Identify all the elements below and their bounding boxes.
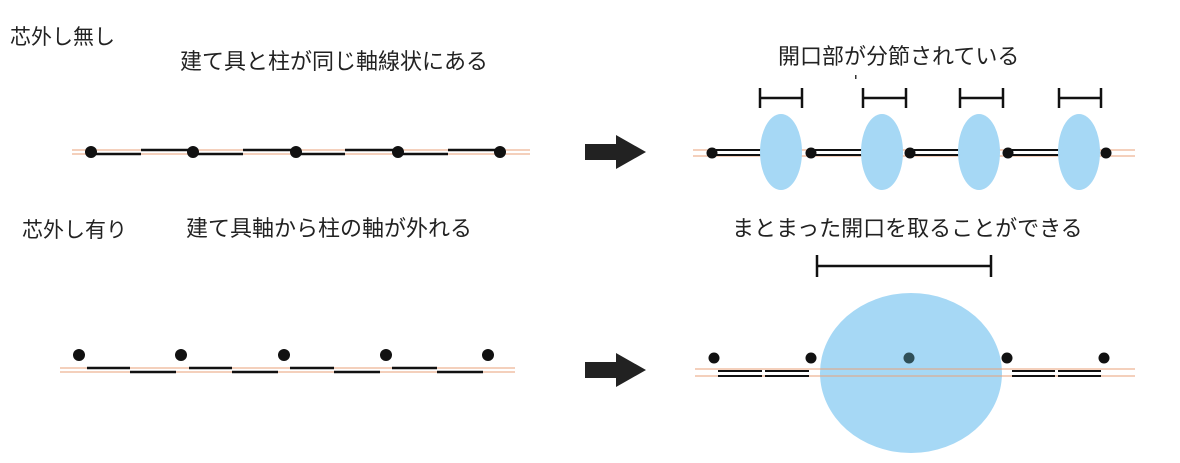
column-post	[73, 349, 85, 361]
dimension-bracket	[1057, 88, 1103, 108]
stray-mark	[855, 75, 857, 79]
dimension-bracket	[758, 88, 804, 108]
column-post	[85, 146, 97, 158]
column-post	[1100, 147, 1112, 159]
arrow-right-icon	[585, 135, 646, 169]
bottom-corner-label: 芯外し有り	[22, 218, 127, 242]
column-post	[903, 352, 915, 364]
column-post	[392, 146, 404, 158]
column-post	[1001, 352, 1013, 364]
bottom-left-caption: 建て具軸から柱の軸が外れる	[186, 217, 473, 242]
opening-bubble	[820, 293, 1002, 453]
bottom-left-wall	[60, 349, 515, 374]
top-left-caption: 建て具と柱が同じ軸線状にある	[180, 50, 489, 75]
dimension-bracket	[861, 88, 908, 108]
column-post	[290, 146, 302, 158]
column-post	[805, 147, 817, 159]
opening-bubble	[958, 114, 1000, 190]
column-post	[805, 352, 817, 364]
top-corner-label: 芯外し無し	[10, 25, 115, 49]
column-post	[708, 352, 720, 364]
column-post	[187, 146, 199, 158]
column-post	[904, 147, 916, 159]
top-right-wall	[693, 75, 1135, 190]
top-left-wall	[72, 146, 530, 158]
column-post	[380, 349, 392, 361]
opening-bubble	[1058, 114, 1100, 190]
opening-bubble	[760, 114, 802, 190]
column-post	[482, 349, 494, 361]
top-right-caption: 開口部が分節されている	[778, 45, 1020, 70]
column-post	[1098, 352, 1110, 364]
dimension-bracket	[958, 88, 1005, 108]
bottom-right-wall	[695, 255, 1135, 453]
column-post	[494, 146, 506, 158]
column-post	[1002, 147, 1014, 159]
arrow-right-icon	[585, 353, 646, 387]
opening-bubble	[861, 114, 903, 190]
bottom-right-caption: まとまった開口を取ることができる	[732, 217, 1083, 242]
column-post	[278, 349, 290, 361]
column-post	[706, 147, 718, 159]
column-post	[175, 349, 187, 361]
